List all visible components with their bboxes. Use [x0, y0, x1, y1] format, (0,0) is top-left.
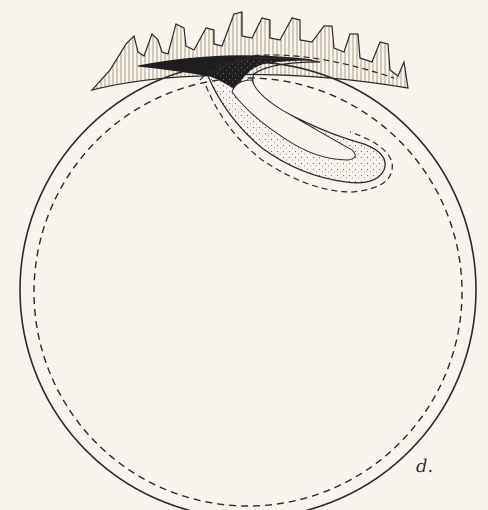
panel-letter: d. [416, 456, 433, 477]
dashed-membrane-icon [34, 78, 462, 506]
